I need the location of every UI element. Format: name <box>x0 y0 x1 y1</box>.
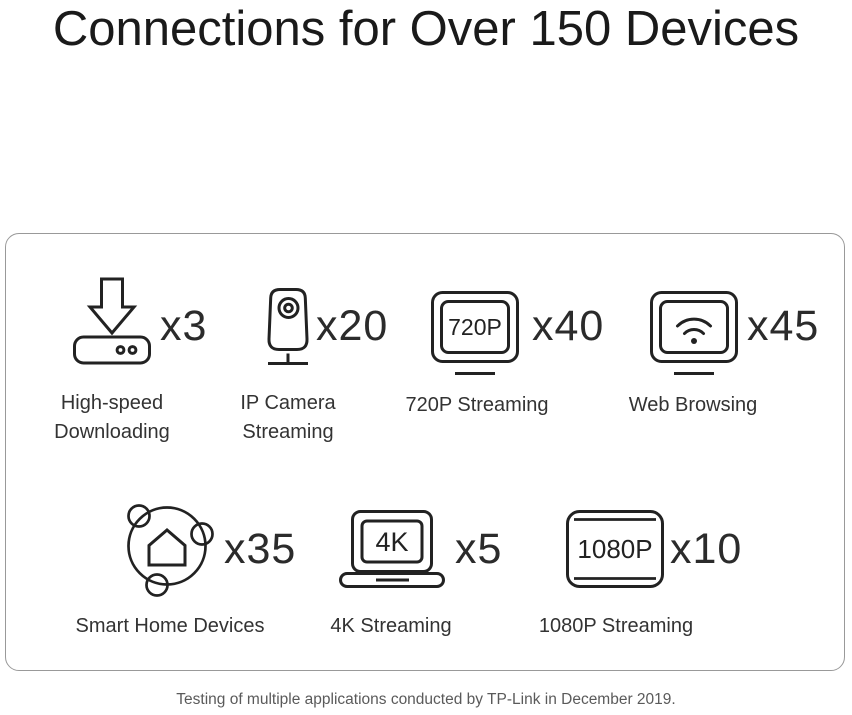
item-label: 4K Streaming <box>311 613 471 639</box>
page-title: Connections for Over 150 Devices <box>52 2 800 56</box>
label-line: Web Browsing <box>628 394 758 416</box>
label-line: IP Camera <box>240 392 336 414</box>
monitor-wifi-icon <box>650 291 738 375</box>
item-label: Smart Home Devices <box>60 613 280 639</box>
monitor-720p-icon: 720P <box>431 291 519 375</box>
item-label: IP Camera Streaming <box>208 389 368 447</box>
screen-label-720p: 720P <box>448 314 502 340</box>
tv-1080p-icon: 1080P <box>566 510 664 588</box>
screen-label-4k: 4K <box>375 527 408 557</box>
ip-camera-icon <box>267 288 309 365</box>
label-line: Smart Home Devices <box>75 615 265 637</box>
smart-home-icon <box>127 504 214 597</box>
label-line: Streaming <box>242 421 334 443</box>
screen-label-1080p: 1080P <box>577 534 652 564</box>
multiplier: x40 <box>532 302 605 350</box>
label-line: High-speed <box>60 392 164 414</box>
multiplier: x5 <box>455 525 503 573</box>
download-icon <box>73 277 151 365</box>
devices-panel <box>5 233 845 671</box>
label-line: 1080P Streaming <box>538 615 694 637</box>
wifi-icon <box>676 317 712 344</box>
label-line: Downloading <box>54 421 170 443</box>
label-line: 4K Streaming <box>330 615 452 637</box>
multiplier: x10 <box>670 525 743 573</box>
footnote: Testing of multiple applications conduct… <box>176 691 676 708</box>
item-label: 1080P Streaming <box>536 613 696 639</box>
multiplier: x3 <box>160 302 208 350</box>
laptop-4k-icon: 4K <box>339 510 445 588</box>
multiplier: x45 <box>747 302 820 350</box>
item-label: 720P Streaming <box>397 392 557 418</box>
multiplier: x35 <box>224 525 297 573</box>
label-line: 720P Streaming <box>405 394 549 416</box>
item-label: High-speed Downloading <box>32 389 192 447</box>
item-label: Web Browsing <box>613 392 773 418</box>
multiplier: x20 <box>316 302 389 350</box>
